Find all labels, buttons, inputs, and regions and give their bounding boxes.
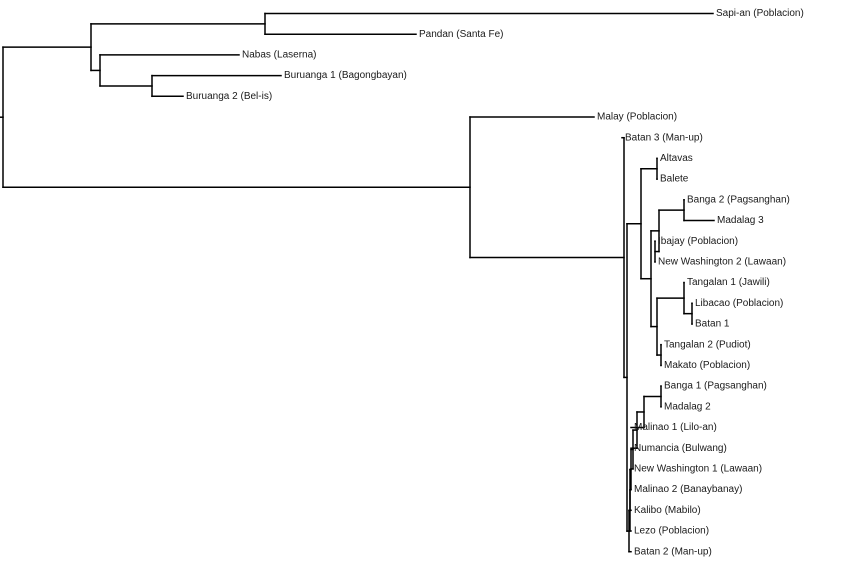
leaf-label: Libacao (Poblacion) [695,298,783,309]
leaf-label: Tangalan 1 (Jawili) [687,277,770,288]
leaf-label: Kalibo (Mabilo) [634,505,701,516]
leaf-label: Tangalan 2 (Pudiot) [664,339,751,350]
leaf-label: New Washington 2 (Lawaan) [658,257,786,268]
leaf-label: Malinao 2 (Banaybanay) [634,484,742,495]
leaf-label: Buruanga 2 (Bel-is) [186,91,272,102]
leaf-label: Malay (Poblacion) [597,112,677,123]
leaf-label: Banga 1 (Pagsanghan) [664,381,767,392]
leaf-label: Makato (Poblacion) [664,360,750,371]
leaf-label: Nabas (Laserna) [242,50,316,61]
leaf-label: Lezo (Poblacion) [634,526,709,537]
leaf-label: Sapi-an (Poblacion) [716,8,804,19]
leaf-label: Altavas [660,153,693,164]
leaf-label: Batan 2 (Man-up) [634,546,712,557]
leaf-label: Pandan (Santa Fe) [419,29,504,40]
leaf-label: Batan 1 [695,319,730,330]
leaf-label: Madalag 3 [717,215,764,226]
leaf-label: Buruanga 1 (Bagongbayan) [284,70,407,81]
leaf-label: Madalag 2 [664,401,711,412]
leaf-label: Numancia (Bulwang) [634,443,727,454]
leaf-label: Banga 2 (Pagsanghan) [687,194,790,205]
leaf-label: Malinao 1 (Lilo-an) [634,422,717,433]
leaf-label: New Washington 1 (Lawaan) [634,464,762,475]
leaf-label: Ibajay (Poblacion) [658,236,738,247]
leaf-label: Batan 3 (Man-up) [625,132,703,143]
leaf-label: Balete [660,174,689,185]
